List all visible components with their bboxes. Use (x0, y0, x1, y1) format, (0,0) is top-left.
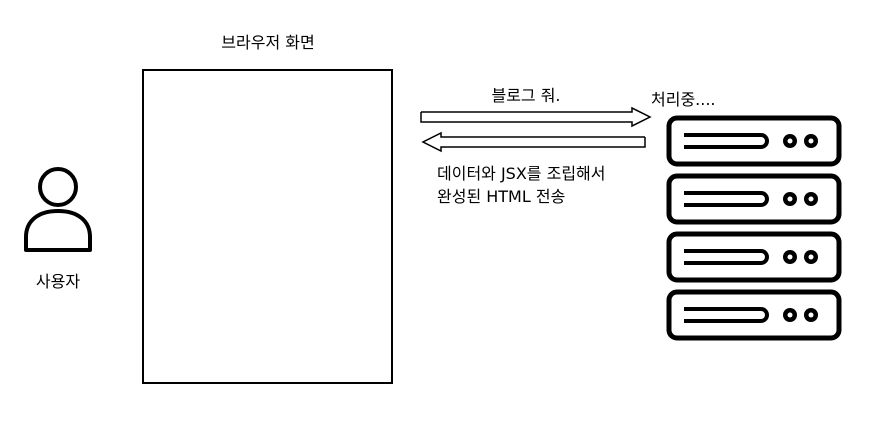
server-status-label: 처리중.... (651, 90, 716, 109)
response-label-line-1: 데이터와 JSX를 조립해서 (437, 164, 606, 183)
server-unit-4 (666, 289, 842, 341)
browser-screen-box (142, 69, 393, 384)
server-unit-1 (666, 115, 842, 167)
user-icon (24, 167, 92, 252)
server-unit-3 (666, 231, 842, 283)
request-arrow (420, 106, 652, 128)
user-label: 사용자 (35, 272, 81, 291)
server-rack-icon (666, 115, 842, 341)
server-unit-2 (666, 173, 842, 225)
browser-screen-title: 브라우저 화면 (221, 33, 315, 52)
response-arrow (421, 131, 646, 153)
response-label-line-2: 완성된 HTML 전송 (437, 187, 566, 206)
response-label: 데이터와 JSX를 조립해서 완성된 HTML 전송 (437, 162, 606, 208)
request-label: 블로그 줘. (491, 86, 561, 105)
